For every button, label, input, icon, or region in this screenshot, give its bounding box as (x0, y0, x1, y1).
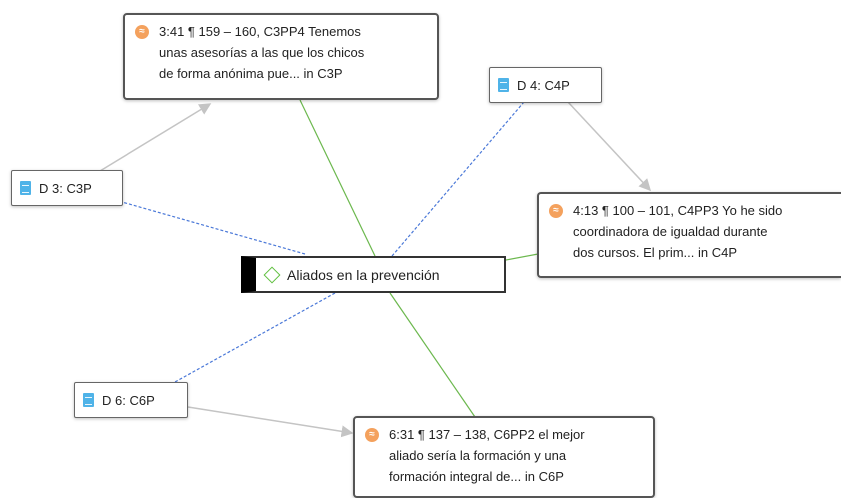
link-code-q631 (389, 292, 476, 418)
document-icon (83, 393, 94, 407)
link-code-q413 (505, 253, 539, 261)
document-node-d3[interactable]: D 3: C3P (11, 170, 123, 206)
quotation-text-line: aliado sería la formación y una (389, 448, 567, 463)
quotation-icon: ≈ (365, 428, 379, 442)
link-code-d3 (121, 201, 306, 255)
document-icon (20, 181, 31, 195)
document-label: D 6: C6P (102, 392, 155, 408)
quotation-text-line: coordinadora de igualdad durante (573, 224, 768, 239)
link-d3-q341 (99, 103, 212, 172)
quotation-node-3-41[interactable]: ≈ 3:41 ¶ 159 – 160, C3PP4 Tenemos unas a… (123, 13, 439, 100)
link-code-q341 (299, 99, 376, 257)
document-node-d4[interactable]: D 4: C4P (489, 67, 602, 103)
quotation-text-line: 4:13 ¶ 100 – 101, C4PP3 Yo he sido (573, 203, 783, 218)
link-code-d6 (174, 292, 336, 383)
quotation-text-line: de forma anónima pue... in C3P (159, 66, 343, 81)
quotation-text-line: formación integral de... in C6P (389, 469, 564, 484)
quotation-text-line: 3:41 ¶ 159 – 160, C3PP4 Tenemos (159, 24, 361, 39)
document-icon (498, 78, 509, 92)
quotation-text-line: dos cursos. El prim... in C4P (573, 245, 737, 260)
quotation-node-6-31[interactable]: ≈ 6:31 ¶ 137 – 138, C6PP2 el mejor aliad… (353, 416, 655, 498)
quotation-node-4-13[interactable]: ≈ 4:13 ¶ 100 – 101, C4PP3 Yo he sido coo… (537, 192, 841, 278)
quotation-icon: ≈ (549, 204, 563, 218)
code-node[interactable]: Aliados en la prevención (241, 256, 506, 293)
link-d6-q631 (187, 406, 354, 438)
code-diamond-icon (263, 266, 281, 283)
quotation-icon: ≈ (135, 25, 149, 39)
document-node-d6[interactable]: D 6: C6P (74, 382, 188, 418)
link-d4-q413 (567, 101, 652, 192)
document-label: D 3: C3P (39, 180, 92, 196)
document-label: D 4: C4P (517, 77, 570, 93)
quotation-text-line: 6:31 ¶ 137 – 138, C6PP2 el mejor (389, 427, 585, 442)
link-code-d4 (391, 101, 525, 257)
code-label: Aliados en la prevención (287, 266, 440, 283)
quotation-text-line: unas asesorías a las que los chicos (159, 45, 365, 60)
